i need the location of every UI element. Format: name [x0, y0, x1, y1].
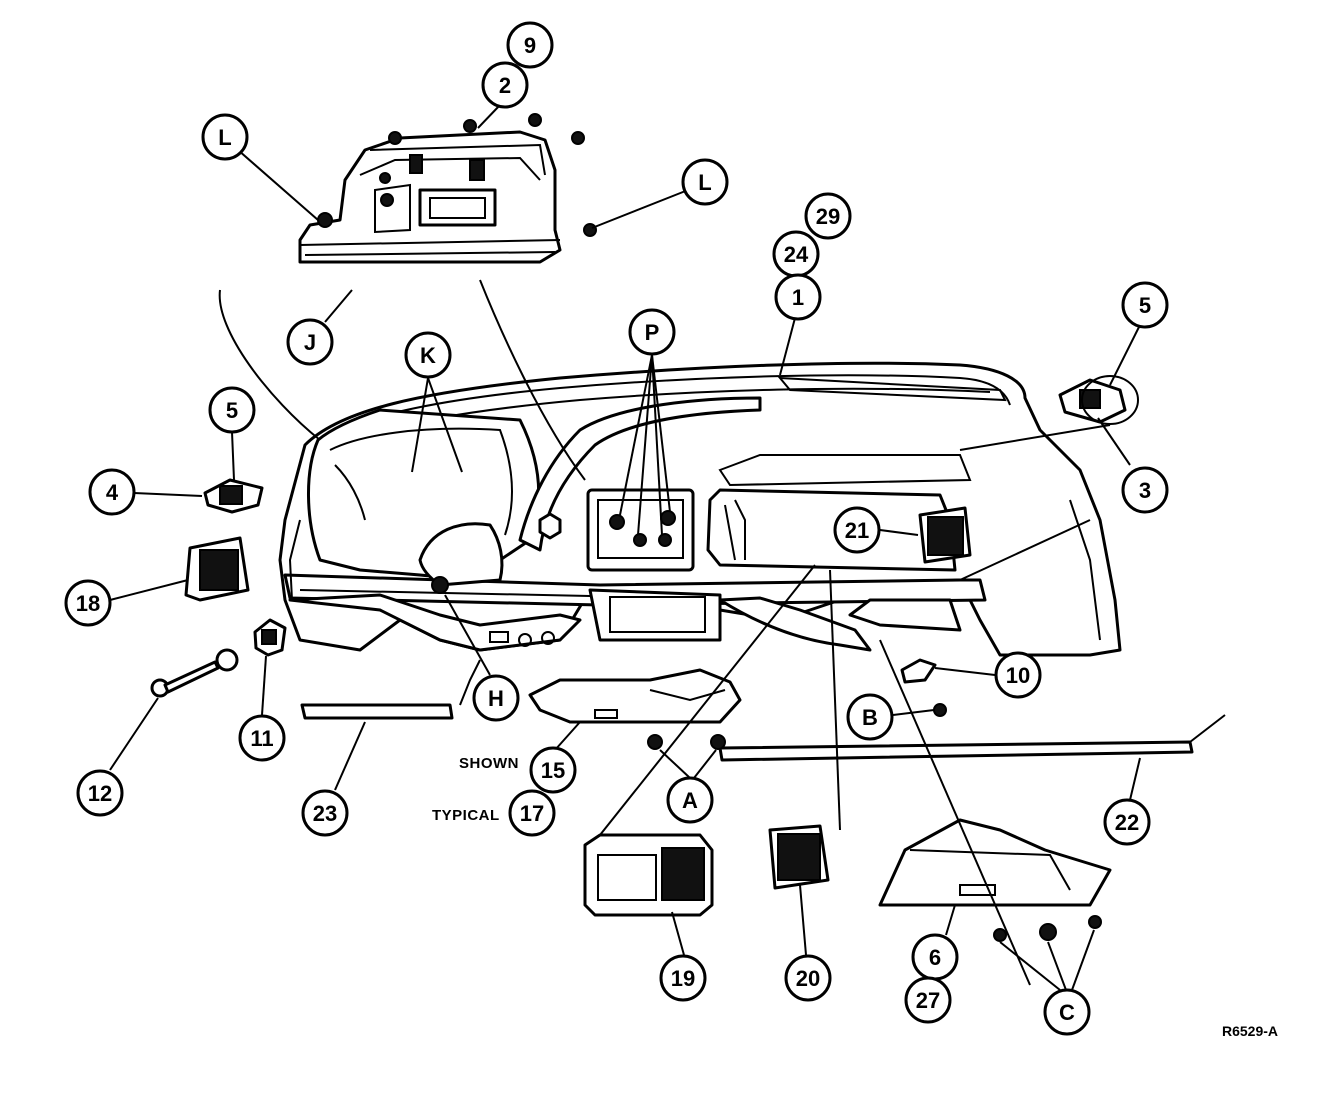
callout-18: 18	[64, 579, 112, 627]
callout-c: C	[1043, 988, 1091, 1036]
callouts: 9 2 L L 29 24 1 5 3 J K P 5 4 21 18 10 1…	[64, 21, 1169, 1036]
svg-text:21: 21	[845, 518, 869, 543]
glove-box-6	[878, 818, 1112, 942]
callout-27: 27	[904, 976, 952, 1024]
svg-text:P: P	[645, 320, 660, 345]
callout-6: 6	[911, 933, 959, 981]
callout-l-left: L	[201, 113, 249, 161]
callout-20: 20	[784, 954, 832, 1002]
instrument-cluster-housing	[298, 113, 597, 264]
svg-text:24: 24	[784, 242, 809, 267]
svg-text:H: H	[488, 686, 504, 711]
leader-lines	[109, 104, 1141, 991]
callout-1: 1	[774, 273, 822, 321]
callout-3: 3	[1121, 466, 1169, 514]
svg-text:17: 17	[520, 801, 544, 826]
svg-text:L: L	[218, 125, 231, 150]
svg-text:11: 11	[250, 726, 273, 751]
svg-text:4: 4	[106, 480, 119, 505]
callout-h: H	[472, 674, 520, 722]
bracket-10	[900, 658, 937, 684]
svg-text:1: 1	[792, 285, 804, 310]
svg-text:6: 6	[929, 945, 941, 970]
reference-code: R6529-A	[1222, 1023, 1278, 1039]
left-register-18	[184, 536, 250, 602]
callout-5-left: 5	[208, 386, 256, 434]
register-20	[768, 824, 830, 890]
svg-text:12: 12	[88, 781, 112, 806]
fastener-a2	[710, 734, 726, 750]
fastener-a1	[647, 734, 663, 750]
callout-2: 2	[481, 61, 529, 109]
svg-text:10: 10	[1006, 663, 1030, 688]
svg-text:K: K	[420, 343, 436, 368]
callout-a: A	[666, 776, 714, 824]
switch-11	[253, 618, 287, 657]
callout-19: 19	[659, 954, 707, 1002]
callout-k: K	[404, 331, 452, 379]
svg-text:20: 20	[796, 966, 820, 991]
svg-text:23: 23	[313, 801, 337, 826]
svg-text:27: 27	[916, 988, 940, 1013]
callout-11: 11	[238, 714, 286, 762]
right-air-vent	[1058, 375, 1139, 425]
bezel-19	[583, 833, 714, 917]
callout-12: 12	[76, 769, 124, 817]
svg-text:B: B	[862, 705, 878, 730]
instrument-panel	[218, 279, 1122, 657]
callout-23: 23	[301, 789, 349, 837]
callout-b: B	[846, 693, 894, 741]
callout-l-right: L	[681, 158, 729, 206]
svg-text:19: 19	[671, 966, 695, 991]
trim-strip-23	[300, 703, 454, 720]
svg-text:22: 22	[1115, 810, 1139, 835]
callout-j: J	[286, 318, 334, 366]
callout-22: 22	[1103, 798, 1151, 846]
callout-5-right: 5	[1121, 281, 1169, 329]
knob-12	[150, 648, 239, 698]
center-register-21	[918, 506, 972, 564]
callout-15: 15	[529, 746, 577, 794]
callout-21: 21	[833, 506, 881, 554]
callout-p: P	[628, 308, 676, 356]
lower-panel-15	[528, 668, 742, 724]
callout-9: 9	[506, 21, 554, 69]
svg-text:5: 5	[1139, 293, 1151, 318]
svg-text:L: L	[698, 170, 711, 195]
svg-text:5: 5	[226, 398, 238, 423]
shown-label: SHOWN	[459, 755, 519, 772]
typical-label: TYPICAL	[432, 807, 500, 824]
callout-4: 4	[88, 468, 136, 516]
callout-17: 17	[508, 789, 556, 837]
svg-text:C: C	[1059, 1000, 1075, 1025]
svg-text:2: 2	[499, 73, 511, 98]
callout-24: 24	[772, 230, 820, 278]
svg-text:29: 29	[816, 204, 840, 229]
callout-10: 10	[994, 651, 1042, 699]
svg-text:15: 15	[541, 758, 565, 783]
svg-text:18: 18	[76, 591, 100, 616]
clip-b	[933, 703, 947, 717]
callout-29: 29	[804, 192, 852, 240]
svg-text:J: J	[304, 330, 316, 355]
svg-text:3: 3	[1139, 478, 1151, 503]
svg-text:A: A	[682, 788, 698, 813]
left-air-vent	[203, 478, 264, 514]
svg-text:9: 9	[524, 33, 536, 58]
